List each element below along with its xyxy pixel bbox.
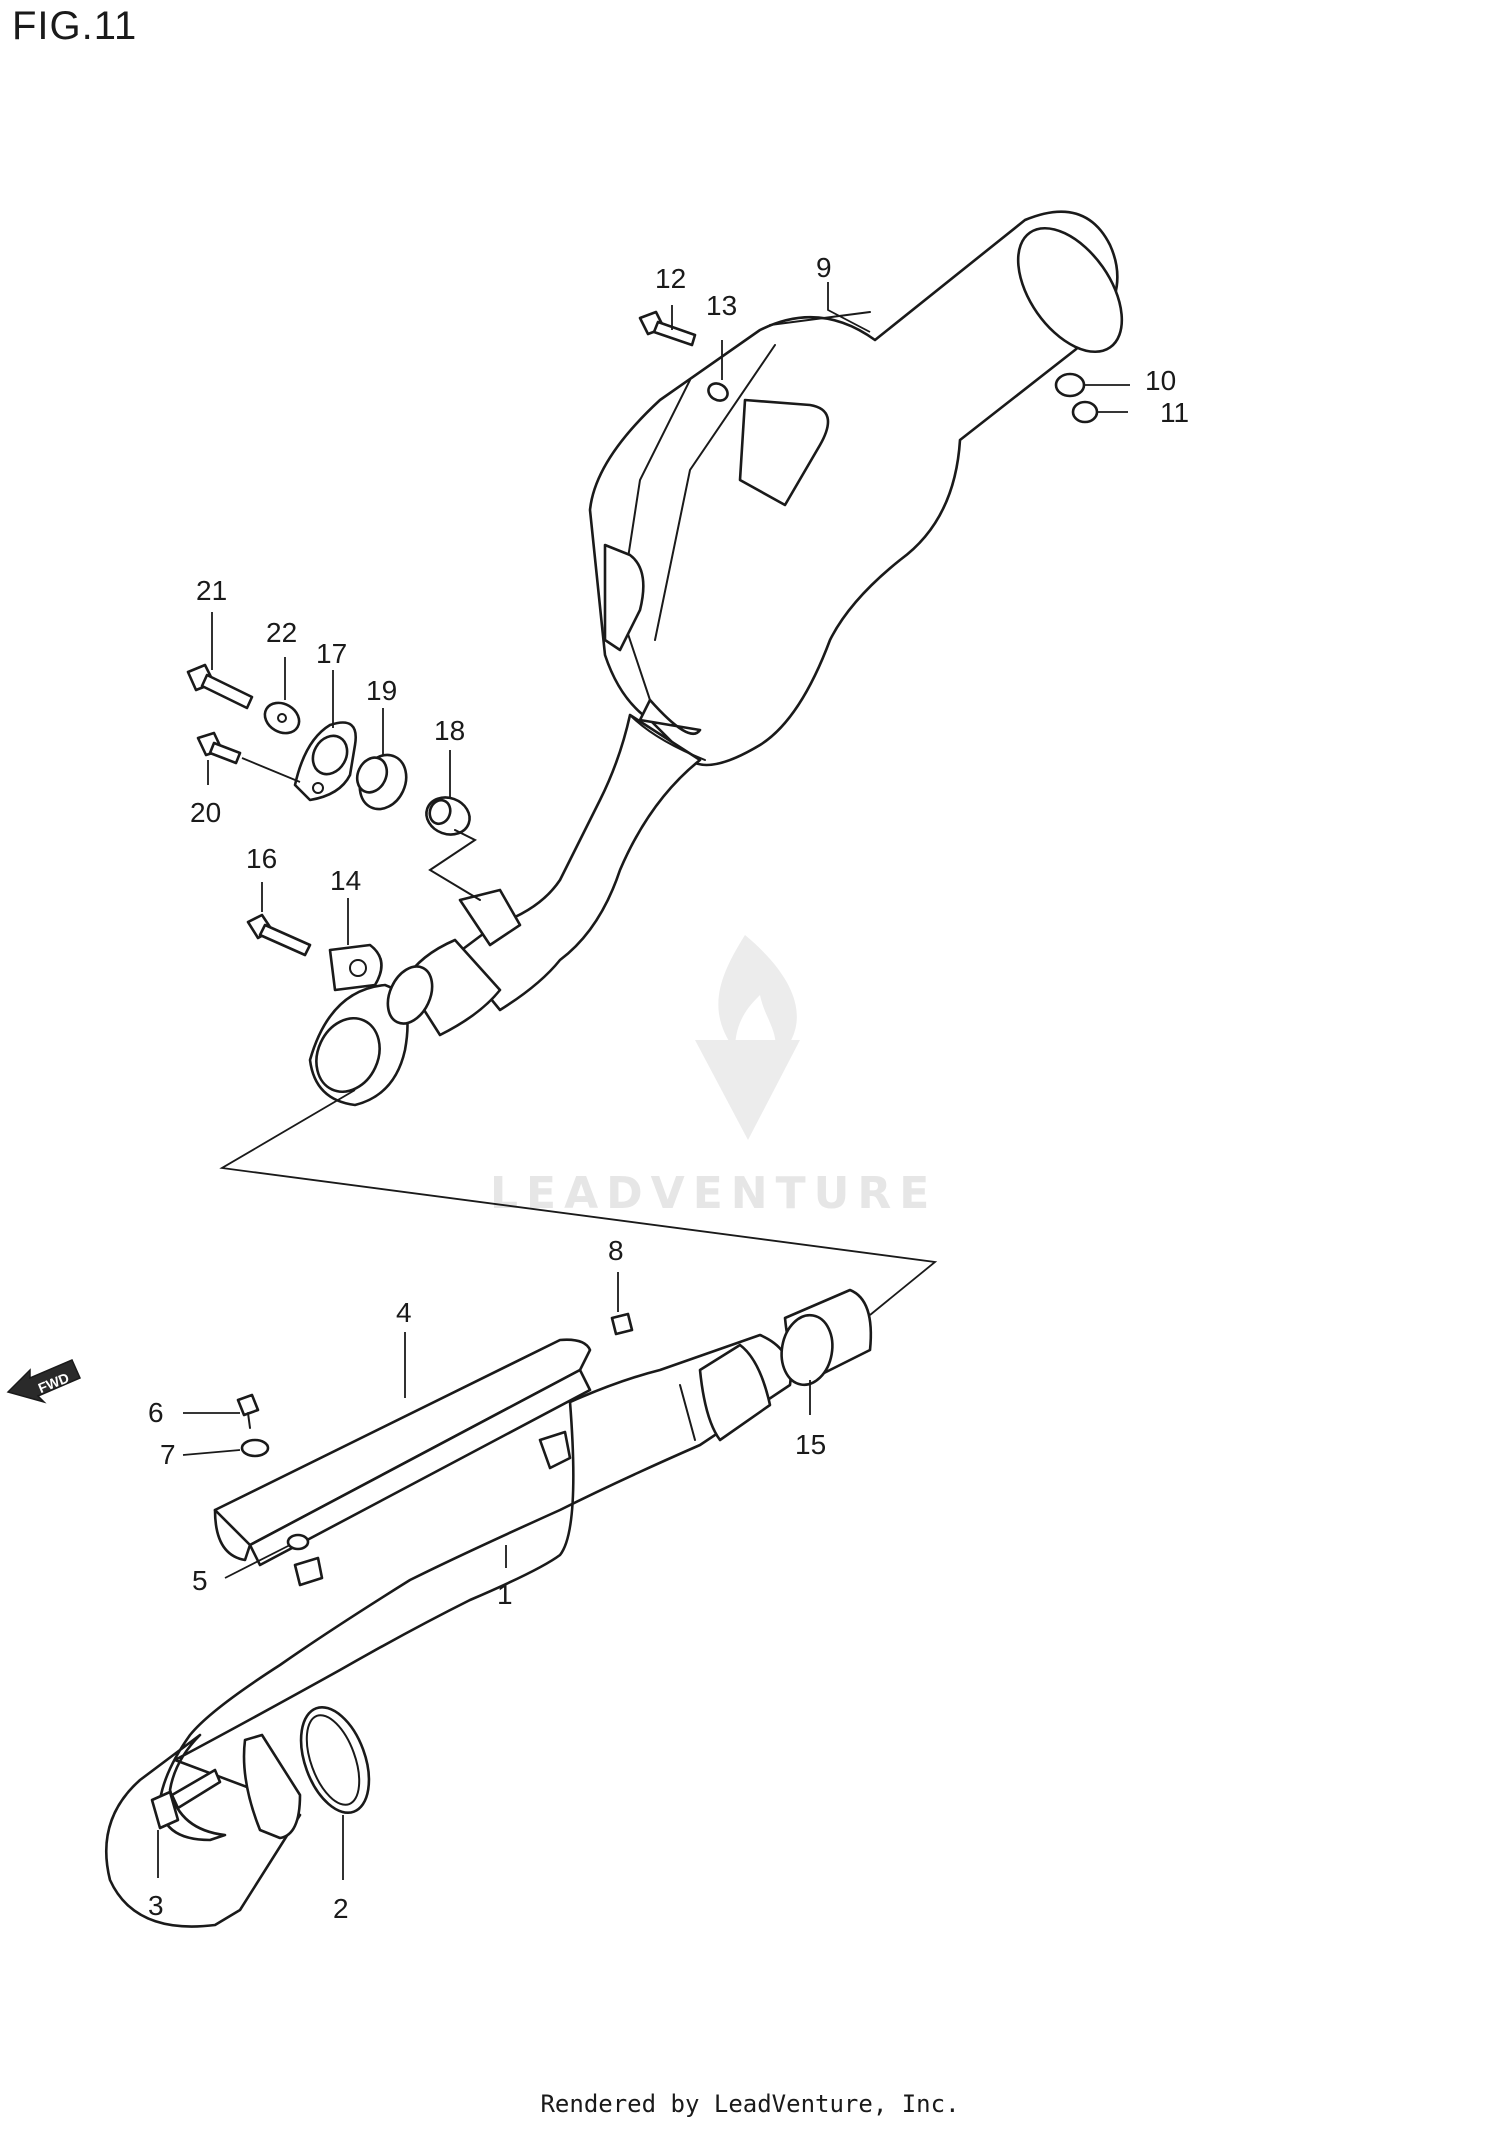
bracket-part-17 [293, 721, 358, 802]
muffler-part-9 [588, 210, 1124, 767]
callout-7: 7 [160, 1439, 176, 1470]
callout-2: 2 [333, 1893, 349, 1924]
callout-15: 15 [795, 1429, 826, 1460]
callout-9: 9 [816, 252, 832, 283]
leadventure-watermark: LEADVENTURE [490, 935, 937, 1219]
callout-10: 10 [1145, 365, 1176, 396]
grommet-part-19 [355, 753, 408, 811]
bolt-part-3 [150, 1768, 222, 1830]
callout-3: 3 [148, 1890, 164, 1921]
callout-17: 17 [316, 638, 347, 669]
callout-20: 20 [190, 797, 221, 828]
bolt-part-12 [638, 310, 697, 347]
pipe-part-15 [780, 1288, 873, 1387]
washer-part-5 [286, 1533, 310, 1551]
callout-13: 13 [706, 290, 737, 321]
callout-16: 16 [246, 843, 277, 874]
grommet-part-10 [1054, 372, 1086, 398]
bolt-part-6 [236, 1393, 260, 1429]
bolt-part-21 [186, 663, 254, 710]
bolt-part-16 [246, 913, 312, 957]
clamp-part-14 [308, 943, 434, 1107]
gasket-part-2 [242, 1706, 371, 1840]
callout-8: 8 [608, 1235, 624, 1266]
callout-11: 11 [1160, 397, 1189, 428]
mid-pipe [403, 713, 706, 1037]
figure-title: FIG.11 [12, 4, 138, 48]
washer-part-7 [240, 1438, 270, 1458]
callout-12: 12 [655, 263, 686, 294]
callout-labels: 9 12 13 10 11 21 22 17 19 18 20 16 14 8 … [148, 252, 1189, 1924]
bracket-nut [293, 1430, 572, 1587]
callout-6: 6 [148, 1397, 164, 1428]
footer-credit: Rendered by LeadVenture, Inc. [540, 2090, 960, 2118]
washer-part-22 [263, 701, 301, 735]
callout-1: 1 [497, 1579, 513, 1610]
fwd-arrow-icon: FWD [6, 1359, 81, 1404]
callout-22: 22 [266, 617, 297, 648]
callout-14: 14 [330, 865, 361, 896]
bolt-part-20 [196, 731, 242, 765]
callout-4: 4 [396, 1297, 412, 1328]
leader-lines [157, 282, 1130, 1880]
exhaust-pipe-part-1 [104, 1333, 792, 1928]
callout-19: 19 [366, 675, 397, 706]
bolt-part-8 [610, 1312, 634, 1336]
collar-part-18 [425, 796, 471, 836]
callout-18: 18 [434, 715, 465, 746]
washer-part-13 [707, 382, 729, 402]
heat-shield-part-4 [213, 1338, 592, 1567]
nut-part-11 [1071, 400, 1099, 424]
watermark-text: LEADVENTURE [490, 1168, 937, 1219]
callout-5: 5 [192, 1565, 208, 1596]
callout-21: 21 [196, 575, 227, 606]
